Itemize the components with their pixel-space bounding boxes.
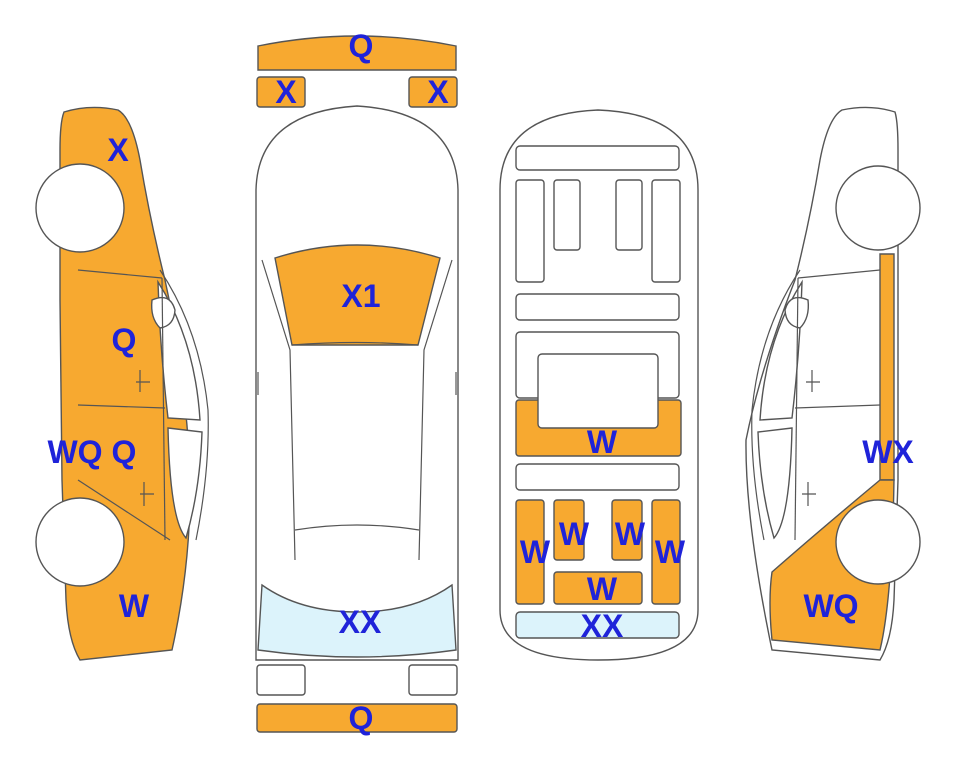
underside-view: W W W W W W XX — [499, 109, 699, 661]
label-right-quarter: WQ — [803, 588, 858, 624]
top-view: Q X X X1 XX Q — [255, 28, 459, 736]
under-rail-right-inner — [615, 179, 643, 251]
right-front-wheel — [835, 165, 921, 251]
right-rear-wheel — [835, 499, 921, 585]
label-rear-glass: XX — [339, 604, 382, 640]
right-mirror — [784, 296, 810, 329]
left-taillight — [256, 664, 306, 696]
under-crossmember — [515, 293, 680, 321]
under-floor-right-outer[interactable] — [651, 499, 681, 605]
left-side-view: X Q WQ Q W — [35, 106, 209, 661]
windshield-frame — [261, 259, 453, 561]
under-rail-right — [651, 179, 681, 283]
label-left-front-fender: X — [107, 132, 129, 168]
label-floor-mid: W — [587, 424, 618, 460]
rear-bumper[interactable] — [256, 703, 458, 733]
left-front-handle — [136, 370, 150, 392]
under-rail-left-inner — [553, 179, 581, 251]
label-floor-rear: W — [587, 571, 618, 607]
label-left-rear-door: Q — [112, 434, 137, 470]
right-headlight[interactable] — [408, 76, 458, 108]
label-floor-right-inner: W — [615, 516, 646, 552]
under-floor-left-inner[interactable] — [553, 499, 585, 561]
label-floor-left-outer: W — [520, 534, 551, 570]
left-mirror — [150, 296, 176, 329]
under-rail-left — [515, 179, 545, 283]
left-headlight[interactable] — [256, 76, 306, 108]
label-hood: X1 — [341, 278, 380, 314]
label-left-front-door: Q — [112, 322, 137, 358]
left-rear-wheel — [35, 497, 125, 587]
under-floor-left-outer[interactable] — [515, 499, 545, 605]
under-floor-right-inner[interactable] — [611, 499, 643, 561]
label-rear-bumper: Q — [349, 700, 374, 736]
label-floor-right-outer: W — [655, 534, 686, 570]
left-front-wheel — [35, 163, 125, 253]
right-window-frame — [751, 269, 801, 541]
label-left-quarter: W — [119, 588, 150, 624]
label-floor-left-inner: W — [559, 516, 590, 552]
label-left-headlight: X — [275, 74, 297, 110]
under-rear-crossmember — [515, 463, 680, 491]
hood[interactable] — [274, 244, 441, 346]
label-front-bumper: Q — [349, 28, 374, 64]
front-bumper[interactable] — [257, 35, 457, 71]
label-floor-tail: XX — [581, 608, 624, 644]
left-window-frame — [159, 269, 209, 541]
top-body[interactable] — [255, 105, 459, 661]
left-rear-handle — [140, 482, 154, 506]
right-side-view: WX WQ — [745, 106, 921, 661]
rear-glass[interactable] — [257, 583, 457, 658]
right-rear-handle — [802, 482, 816, 506]
label-right-headlight: X — [427, 74, 449, 110]
label-right-side-sill: WX — [862, 434, 914, 470]
roof-line — [291, 341, 420, 531]
under-floor-tail[interactable] — [515, 611, 680, 639]
left-rear-window — [167, 427, 203, 540]
under-floor-rear[interactable] — [553, 571, 643, 605]
right-taillight — [408, 664, 458, 696]
label-left-side-sill: WQ — [47, 434, 102, 470]
right-rear-window — [757, 427, 793, 540]
under-front-plate — [515, 145, 680, 171]
right-front-handle — [806, 370, 820, 392]
under-center-plate — [537, 353, 659, 429]
